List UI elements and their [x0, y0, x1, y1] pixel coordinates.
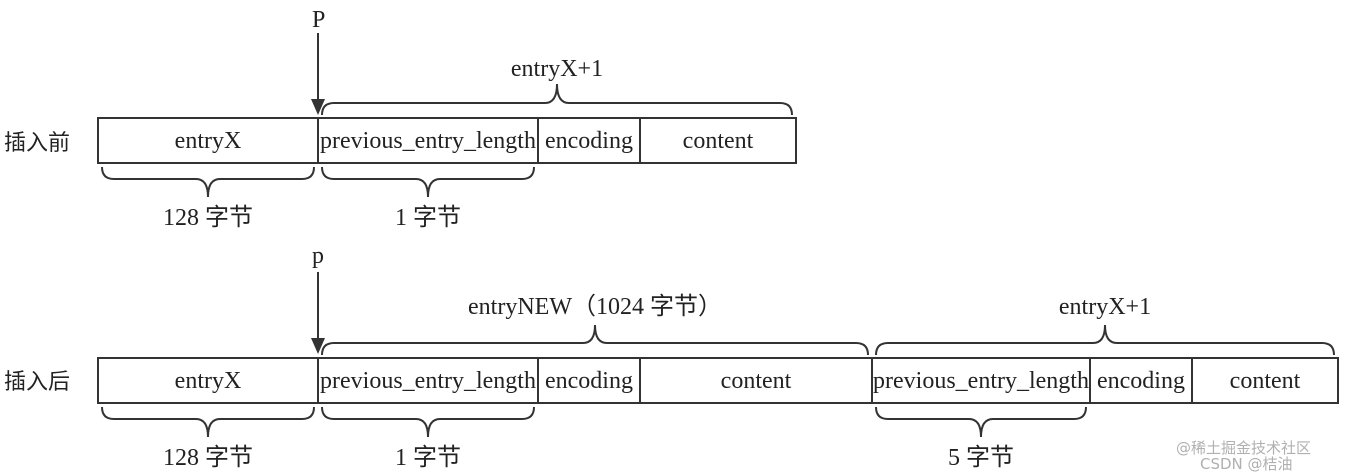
pointer-arrow-head-before	[311, 99, 325, 115]
cell-new-prev-len-after	[317, 357, 539, 404]
brace-next-prev-len-size-after-label: 5 字节	[948, 444, 1014, 471]
row-label-before: 插入前	[4, 131, 70, 156]
brace-prev-len-size-before-label: 1 字节	[395, 204, 461, 231]
brace-new-prev-len-size-after-label: 1 字节	[395, 444, 461, 471]
cell-next-content-after-label: content	[1230, 368, 1301, 394]
pointer-label-after: p	[312, 243, 324, 269]
pointer-arrow-head-after	[311, 338, 325, 354]
brace-prev-len-size-before	[321, 166, 535, 198]
cell-next-prev-len-after-label: previous_entry_length	[873, 368, 1089, 394]
cell-prev-len-before	[317, 117, 539, 164]
cell-entry-x-before-label: entryX	[175, 128, 242, 154]
brace-entry-next-after	[875, 324, 1335, 356]
cell-new-encoding-after-label: encoding	[545, 368, 633, 394]
brace-next-prev-len-size-after	[875, 406, 1087, 438]
cell-entry-x-after-label: entryX	[175, 368, 242, 394]
cell-content-before	[639, 117, 797, 164]
cell-next-encoding-after	[1089, 357, 1193, 404]
brace-entry-x-size-before	[101, 166, 315, 198]
brace-entry-x-size-after	[101, 406, 315, 438]
brace-new-prev-len-size-after	[321, 406, 535, 438]
brace-entry-next-before	[321, 83, 793, 116]
brace-entry-new-after	[321, 324, 869, 356]
cell-next-encoding-after-label: encoding	[1097, 368, 1185, 394]
cell-next-prev-len-after	[871, 357, 1091, 404]
cell-next-content-after	[1191, 357, 1339, 404]
brace-entry-next-before-label: entryX+1	[511, 56, 603, 82]
cell-new-content-after-label: content	[721, 368, 792, 394]
brace-entry-next-after-label: entryX+1	[1059, 294, 1151, 320]
cell-new-prev-len-after-label: previous_entry_length	[320, 368, 536, 394]
row-label-after: 插入后	[4, 370, 70, 395]
watermark-line-1: @稀土掘金技术社区	[1176, 439, 1311, 457]
watermark-line-2: CSDN @桔油	[1200, 455, 1293, 473]
brace-entry-x-size-before-label: 128 字节	[163, 204, 253, 231]
brace-entry-new-after-label: entryNEW（1024 字节）	[468, 293, 722, 320]
cell-prev-len-before-label: previous_entry_length	[320, 128, 536, 154]
cell-encoding-before	[537, 117, 641, 164]
cell-content-before-label: content	[683, 128, 754, 154]
pointer-label-before: P	[312, 7, 325, 33]
cell-encoding-before-label: encoding	[545, 128, 633, 154]
brace-entry-x-size-after-label: 128 字节	[163, 444, 253, 471]
